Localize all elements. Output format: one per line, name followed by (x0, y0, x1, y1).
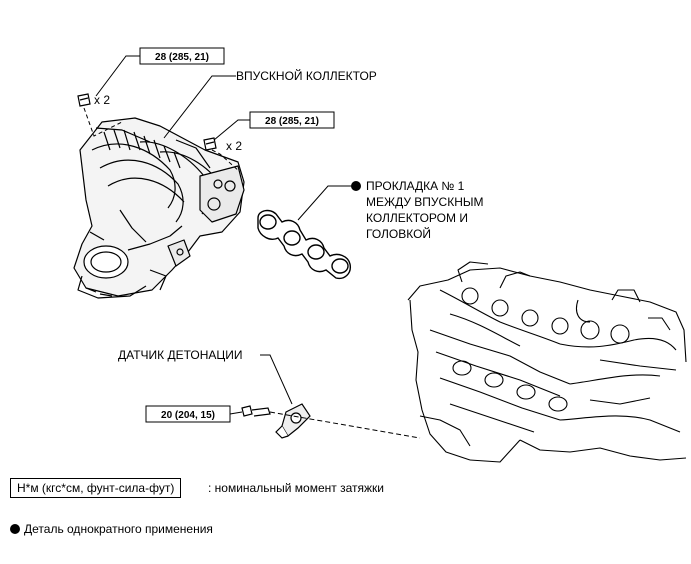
manifold-side-bolt (203, 137, 217, 151)
torque-box-knock-sensor: 20 (204, 15) (145, 405, 243, 423)
legend-torque-units: Н*м (кгс*см, фунт-сила-фут) (10, 478, 182, 498)
leader-knock-sensor (260, 354, 293, 405)
intake-gasket-drawing (257, 209, 351, 280)
torque-box-manifold-top: 28 (285, 21) (95, 47, 225, 97)
label-intake-manifold: ВПУСКНОЙ КОЛЛЕКТОР (236, 68, 377, 83)
torque-value-manifold-side: 28 (285, 21) (265, 116, 319, 127)
legend-torque-description: : номинальный момент затяжки (208, 481, 384, 495)
manifold-top-bolt (77, 93, 91, 107)
knock-sensor-drawing (275, 403, 311, 439)
legend-non-reusable-text: Деталь однократного применения (24, 522, 213, 536)
label-gasket-line1: ПРОКЛАДКА № 1 (366, 179, 465, 193)
engine-block-drawing (407, 261, 687, 463)
intake-manifold-drawing (73, 117, 245, 299)
torque-box-manifold-side: 28 (285, 21) (213, 111, 335, 141)
non-reusable-marker-gasket (351, 181, 361, 191)
label-gasket-line2: МЕЖДУ ВПУСКНЫМ (366, 195, 484, 209)
leader-intake-manifold (163, 75, 236, 139)
label-gasket-line3: КОЛЛЕКТОРОМ И (366, 211, 468, 225)
quantity-side-bolts: x 2 (226, 139, 242, 153)
manifold-bolt-guide-lines (83, 107, 241, 173)
torque-value-knock-sensor: 20 (204, 15) (161, 410, 215, 421)
leader-gasket (297, 185, 352, 221)
torque-value-manifold-top: 28 (285, 21) (155, 52, 209, 63)
legend-non-reusable: Деталь однократного применения (10, 521, 213, 537)
non-reusable-dot-icon (10, 524, 20, 534)
quantity-top-bolts: x 2 (94, 93, 110, 107)
label-knock-sensor: ДАТЧИК ДЕТОНАЦИИ (118, 348, 243, 362)
knock-sensor-guide-line (269, 411, 421, 439)
label-gasket-line4: ГОЛОВКОЙ (366, 226, 431, 241)
knock-sensor-bolt (241, 405, 271, 417)
